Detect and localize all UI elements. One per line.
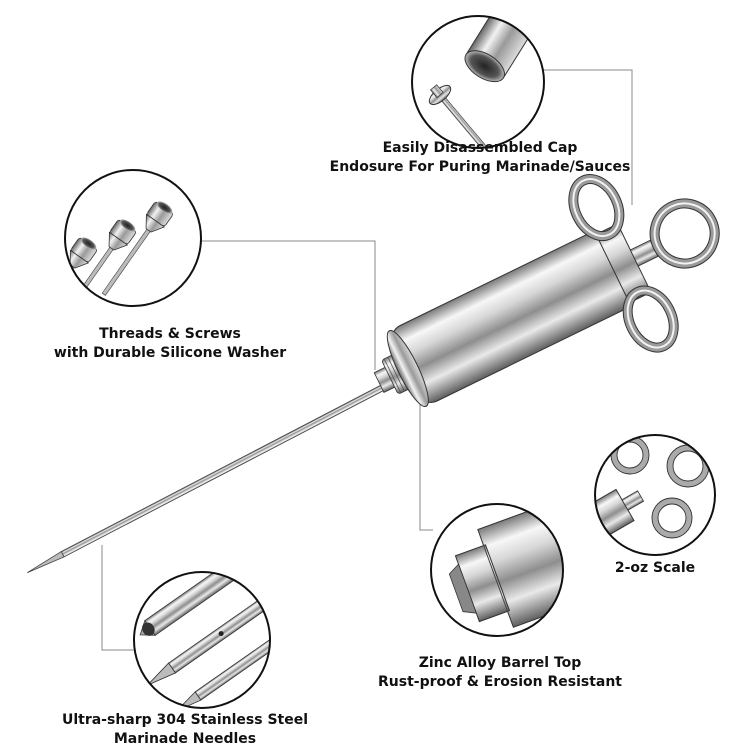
needles-caption: Ultra-sharp 304 Stainless Steel Marinade…	[40, 711, 330, 749]
scale-caption: 2-oz Scale	[600, 559, 710, 578]
leader-threads	[200, 240, 376, 370]
cap-caption: Easily Disassembled Cap Endosure For Pur…	[300, 139, 660, 177]
injector-syringe	[26, 174, 720, 574]
threads-caption-line2: with Durable Silicone Washer	[53, 345, 287, 361]
cap-caption-line1: Easily Disassembled Cap	[382, 140, 578, 156]
barrel-caption-line2: Rust-proof & Erosion Resistant	[377, 674, 622, 690]
leader-lines	[101, 69, 633, 651]
callout-needles-detail	[133, 571, 271, 709]
threads-caption-line1: Threads & Screws	[99, 326, 241, 342]
scale-caption-line1: 2-oz Scale	[614, 560, 696, 576]
needles-caption-line1: Ultra-sharp 304 Stainless Steel	[61, 712, 309, 728]
callout-barrel-detail	[430, 503, 564, 637]
main-needle	[26, 384, 384, 574]
barrel-caption-line1: Zinc Alloy Barrel Top	[418, 655, 582, 671]
leader-cap	[543, 69, 633, 205]
leader-needles	[101, 545, 135, 651]
leader-barrel	[419, 400, 433, 531]
cap-caption-line2: Endosure For Puring Marinade/Sauces	[329, 159, 631, 175]
needles-caption-line2: Marinade Needles	[113, 731, 257, 747]
callout-threads-detail	[64, 169, 202, 307]
callout-scale-detail	[594, 434, 716, 556]
barrel-caption: Zinc Alloy Barrel Top Rust-proof & Erosi…	[350, 654, 650, 692]
threads-caption: Threads & Screws with Durable Silicone W…	[40, 325, 300, 363]
callout-cap-detail	[411, 15, 545, 149]
